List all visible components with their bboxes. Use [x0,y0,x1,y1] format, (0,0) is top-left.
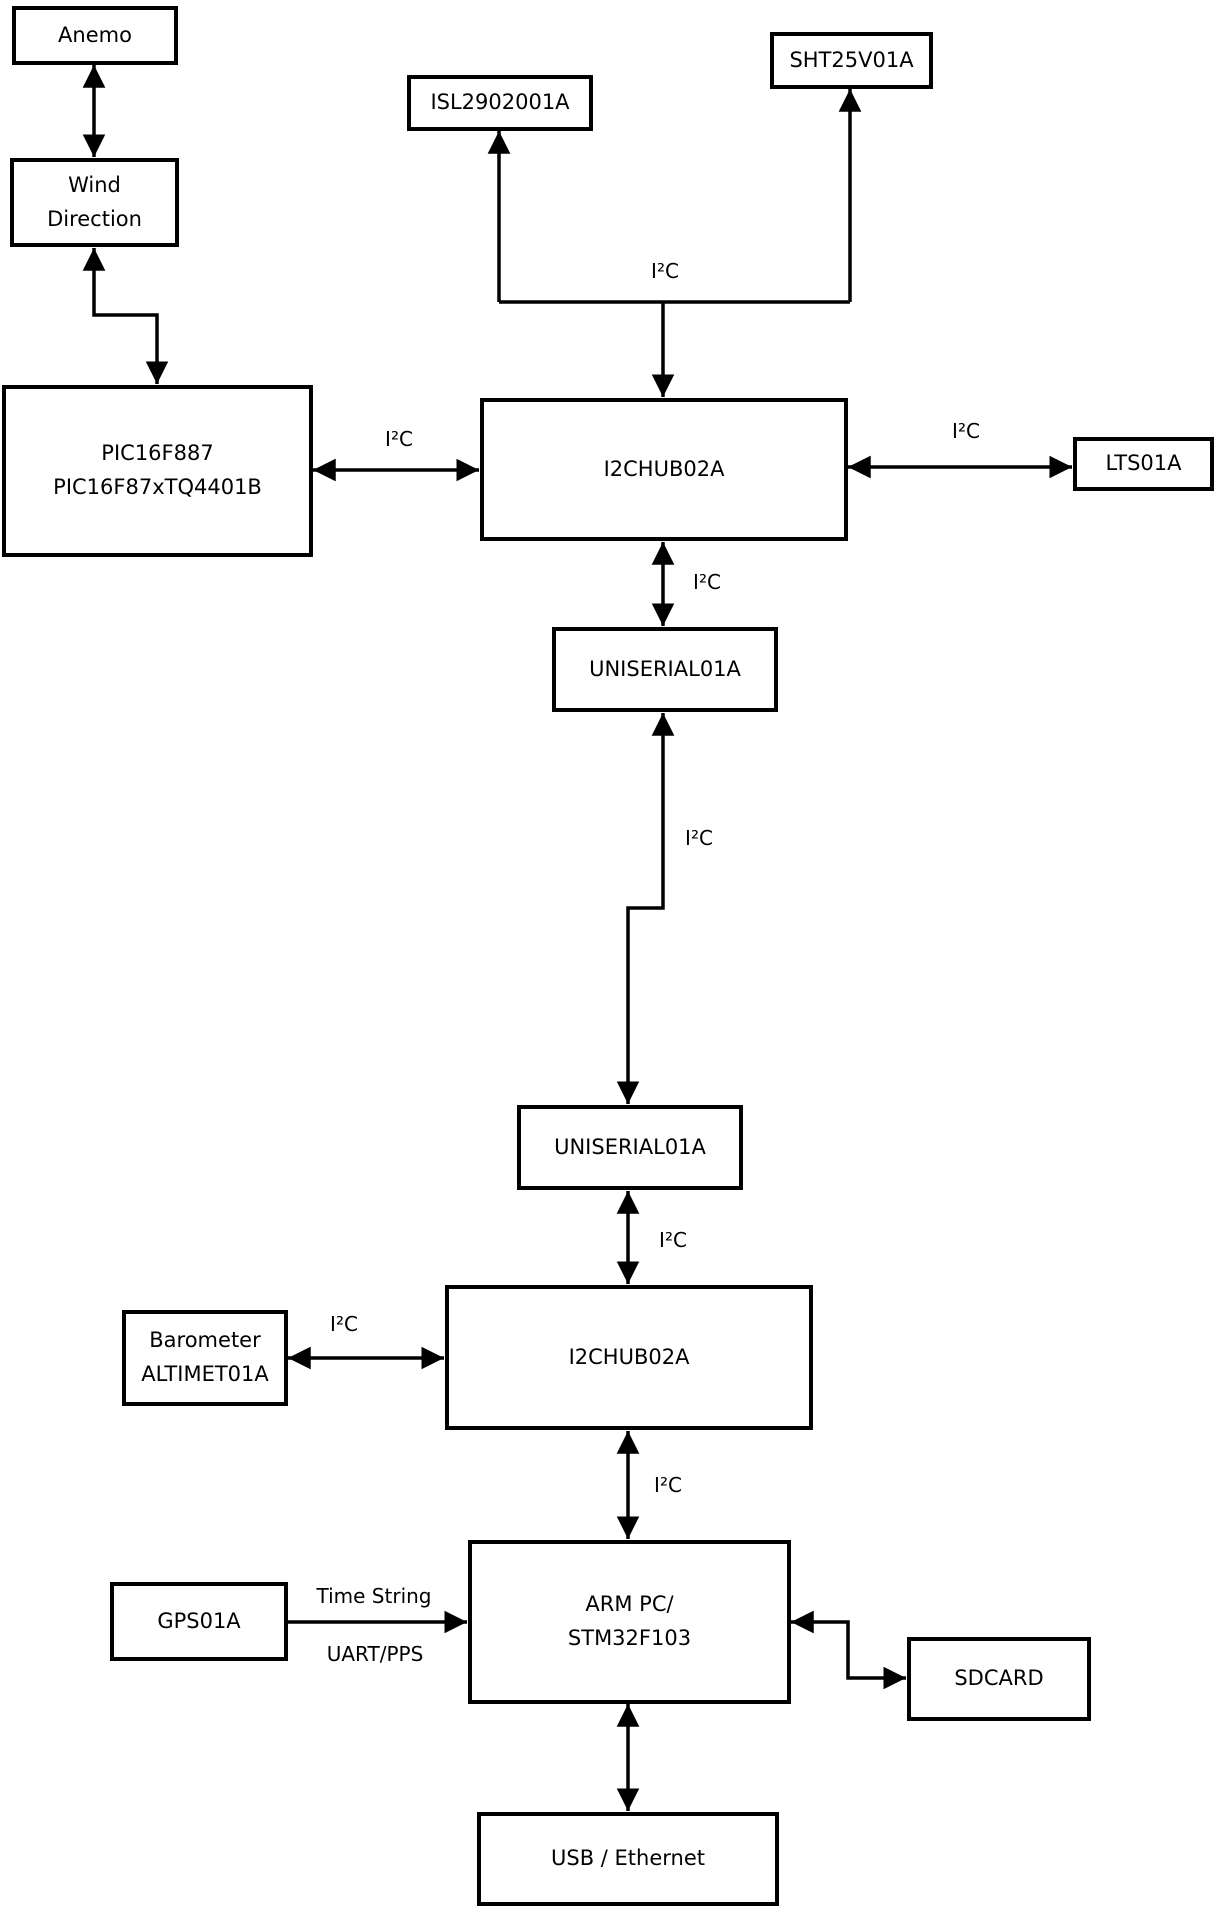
connector-armpc-sdcard [791,1610,906,1690]
node-anemo: Anemo [12,6,178,65]
node-gps01a: GPS01A [110,1582,288,1661]
node-wind-direction-line2: Direction [47,206,142,231]
node-barometer-line1: Barometer [149,1328,261,1353]
node-i2chub02a-bottom: I2CHUB02A [445,1285,813,1430]
node-wind-direction: Wind Direction [10,158,179,247]
edge-label-uart-pps: UART/PPS [326,1642,424,1666]
node-usb-ethernet-label: USB / Ethernet [551,1846,705,1871]
node-i2chub02a-bottom-label: I2CHUB02A [568,1344,690,1369]
edge-label-lts-i2c: I²C [952,419,980,443]
node-i2chub02a-top-label: I2CHUB02A [603,456,725,481]
node-sdcard: SDCARD [907,1637,1091,1721]
edge-label-uniserial-hub2-i2c: I²C [659,1228,687,1252]
node-wind-direction-line1: Wind [68,172,121,197]
node-lts01a-label: LTS01A [1105,451,1182,476]
node-uniserial01a-bottom: UNISERIAL01A [517,1105,743,1190]
node-isl2902001a-label: ISL2902001A [430,90,570,115]
edge-label-bus-i2c: I²C [651,259,679,283]
edge-label-hub-uniserial-i2c: I²C [693,570,721,594]
edge-label-pic-i2c: I²C [385,427,413,451]
node-isl2902001a: ISL2902001A [407,75,593,131]
node-barometer-line2: ALTIMET01A [141,1362,269,1386]
edge-label-uniserial-link-i2c: I²C [685,826,713,850]
edge-label-hub2-armpc-i2c: I²C [654,1473,682,1497]
node-lts01a: LTS01A [1073,437,1214,491]
node-pic16f887: PIC16F887 PIC16F87xTQ4401B [2,385,313,557]
node-sht25v01a-label: SHT25V01A [789,47,914,72]
connector-uniserial-uniserial [616,713,675,1104]
node-armpc-line1: ARM PC/ [585,1592,674,1617]
node-sht25v01a: SHT25V01A [770,32,933,89]
node-pic16f887-line1: PIC16F887 [101,441,214,466]
edge-label-time-string: Time String [316,1584,432,1608]
node-armpc-stm32f103: ARM PC/ STM32F103 [468,1540,791,1704]
node-uniserial01a-bottom-label: UNISERIAL01A [554,1134,706,1159]
node-gps01a-label: GPS01A [157,1608,241,1633]
node-i2chub02a-top: I2CHUB02A [480,398,848,541]
connector-winddirection-pic [82,248,169,384]
node-pic16f887-line2: PIC16F87xTQ4401B [53,475,262,499]
node-usb-ethernet: USB / Ethernet [477,1812,779,1906]
node-armpc-line2: STM32F103 [567,1626,692,1650]
node-anemo-label: Anemo [58,22,132,47]
node-sdcard-label: SDCARD [954,1666,1044,1691]
edge-label-barometer-i2c: I²C [330,1312,358,1336]
node-uniserial01a-top-label: UNISERIAL01A [589,656,741,681]
node-barometer-altimet01a: Barometer ALTIMET01A [122,1310,288,1406]
node-uniserial01a-top: UNISERIAL01A [552,627,778,712]
